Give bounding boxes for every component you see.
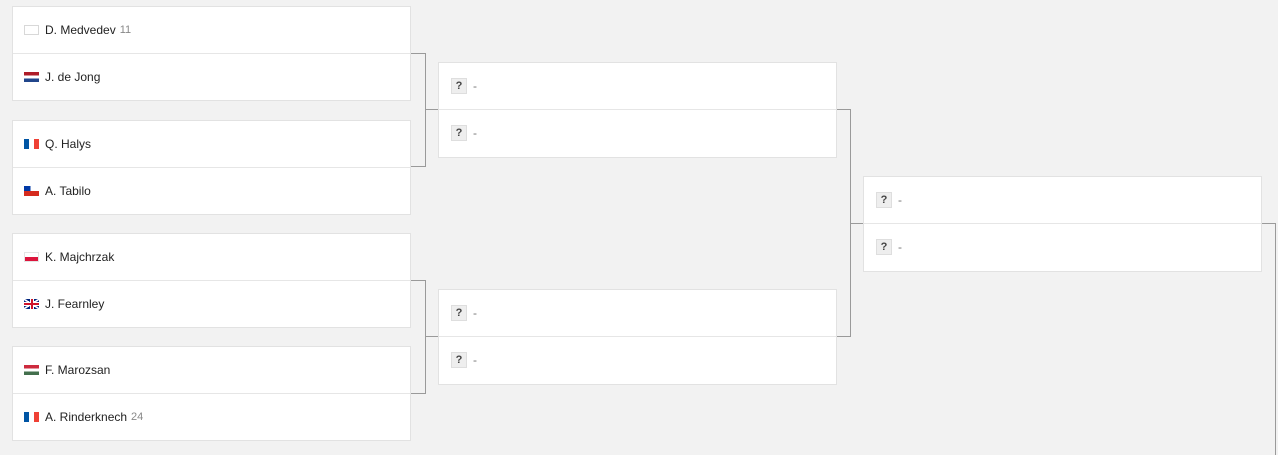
tbd-label: - <box>473 79 477 93</box>
match-r3-1[interactable]: ? - ? - <box>863 176 1262 272</box>
bracket-connector <box>425 336 438 337</box>
tbd-slot[interactable]: ? - <box>864 223 1261 269</box>
france-flag-icon <box>24 139 39 149</box>
player-name: A. Rinderknech <box>45 409 128 424</box>
france-flag-icon <box>24 411 39 422</box>
player-slot[interactable]: J. de Jong <box>13 53 410 99</box>
player-slot[interactable]: Q. Halys <box>13 121 410 167</box>
player-slot[interactable]: F. Marozsan <box>13 347 410 393</box>
player-name: F. Marozsan <box>45 363 111 377</box>
bracket-connector <box>1275 223 1276 455</box>
match-r2-1[interactable]: ? - ? - <box>438 62 837 158</box>
bracket-connector <box>425 280 426 394</box>
player-seed: 24 <box>131 410 144 423</box>
player-name: A. Tabilo <box>45 183 91 198</box>
player-name: D. Medvedev <box>45 23 116 37</box>
match-r2-2[interactable]: ? - ? - <box>438 289 837 385</box>
match-r1-1[interactable]: D. Medvedev 11 J. de Jong <box>12 6 411 101</box>
bracket-connector <box>1262 223 1275 224</box>
player-slot[interactable]: A. Tabilo <box>13 167 410 213</box>
great-britain-flag-icon <box>24 298 39 309</box>
bracket-connector <box>411 393 425 394</box>
blank-flag-icon <box>24 25 39 35</box>
bracket-connector <box>411 280 425 281</box>
bracket-connector <box>837 336 850 337</box>
player-seed: 11 <box>119 24 132 36</box>
player-name: K. Majchrzak <box>45 250 115 264</box>
unknown-player-icon: ? <box>451 351 467 368</box>
tbd-label: - <box>473 352 477 367</box>
player-slot[interactable]: A. Rinderknech 24 <box>13 393 410 439</box>
bracket-connector <box>425 53 426 167</box>
tbd-label: - <box>473 306 477 320</box>
chile-flag-icon <box>24 185 39 196</box>
player-slot[interactable]: J. Fearnley <box>13 280 410 326</box>
tbd-slot[interactable]: ? - <box>439 109 836 155</box>
bracket-connector <box>850 223 863 224</box>
match-r1-4[interactable]: F. Marozsan A. Rinderknech 24 <box>12 346 411 441</box>
bracket-connector <box>411 53 425 54</box>
poland-flag-icon <box>24 252 39 262</box>
bracket-connector <box>411 166 425 167</box>
match-r1-2[interactable]: Q. Halys A. Tabilo <box>12 120 411 215</box>
tbd-slot[interactable]: ? - <box>439 336 836 382</box>
player-slot[interactable]: D. Medvedev 11 <box>13 7 410 53</box>
hungary-flag-icon <box>24 365 39 375</box>
player-name: Q. Halys <box>45 137 92 151</box>
player-name: J. Fearnley <box>45 296 105 311</box>
unknown-player-icon: ? <box>451 124 467 141</box>
player-slot[interactable]: K. Majchrzak <box>13 234 410 280</box>
tbd-label: - <box>473 125 477 140</box>
netherlands-flag-icon <box>24 71 39 82</box>
match-r1-3[interactable]: K. Majchrzak J. Fearnley <box>12 233 411 328</box>
tbd-label: - <box>898 239 902 254</box>
tbd-slot[interactable]: ? - <box>439 63 836 109</box>
bracket-connector <box>837 109 850 110</box>
unknown-player-icon: ? <box>876 192 892 208</box>
player-name: J. de Jong <box>45 69 101 84</box>
tbd-slot[interactable]: ? - <box>864 177 1261 223</box>
unknown-player-icon: ? <box>451 305 467 321</box>
bracket-connector <box>425 109 438 110</box>
tbd-slot[interactable]: ? - <box>439 290 836 336</box>
unknown-player-icon: ? <box>876 238 892 255</box>
tbd-label: - <box>898 193 902 207</box>
unknown-player-icon: ? <box>451 78 467 94</box>
